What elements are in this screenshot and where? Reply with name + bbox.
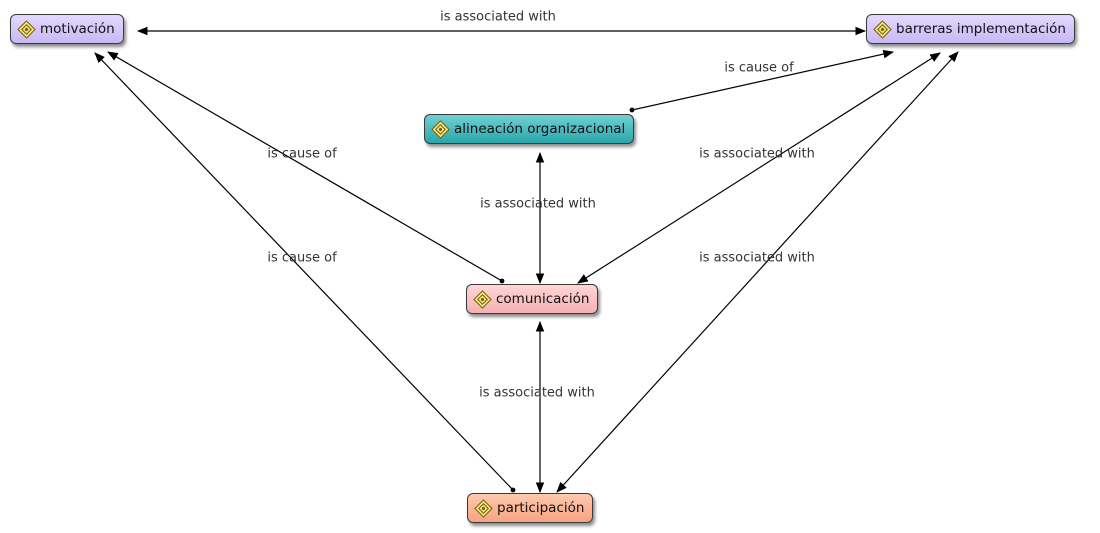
edge-label-motivacion-barreras: is associated with xyxy=(440,9,556,25)
edge-comunicacion-barreras[interactable] xyxy=(577,52,941,284)
edge-label-alineacion-comunicacion: is associated with xyxy=(480,196,596,212)
edge-participacion-barreras[interactable] xyxy=(556,51,959,493)
node-barreras-implementacion[interactable]: barreras implementación xyxy=(866,14,1075,44)
edge-label-alineacion-barreras: is cause of xyxy=(724,60,794,76)
node-label: alineación organizacional xyxy=(454,121,626,137)
edge-label-comunicacion-motivacion: is cause of xyxy=(267,146,337,162)
concept-icon xyxy=(474,498,493,518)
edge-label-comunicacion-barreras: is associated with xyxy=(699,146,815,162)
edge-comunicacion-motivacion[interactable] xyxy=(107,51,505,284)
node-motivacion[interactable]: motivación xyxy=(10,14,124,44)
node-participacion[interactable]: participación xyxy=(467,493,594,523)
edge-label-comunicacion-participacion: is associated with xyxy=(479,385,595,401)
edge-label-participacion-barreras: is associated with xyxy=(699,250,815,266)
node-comunicacion[interactable]: comunicación xyxy=(466,284,599,314)
edge-label-participacion-motivacion: is cause of xyxy=(267,250,337,266)
concept-icon xyxy=(473,289,492,309)
node-alineacion-organizacional[interactable]: alineación organizacional xyxy=(424,114,635,144)
node-label: motivación xyxy=(40,21,115,37)
node-label: participación xyxy=(497,500,585,516)
concept-icon xyxy=(17,19,36,39)
concept-icon xyxy=(873,19,892,39)
concept-icon xyxy=(431,119,450,139)
node-label: comunicación xyxy=(496,291,590,307)
edge-participacion-motivacion[interactable] xyxy=(94,52,516,493)
node-label: barreras implementación xyxy=(896,21,1066,37)
